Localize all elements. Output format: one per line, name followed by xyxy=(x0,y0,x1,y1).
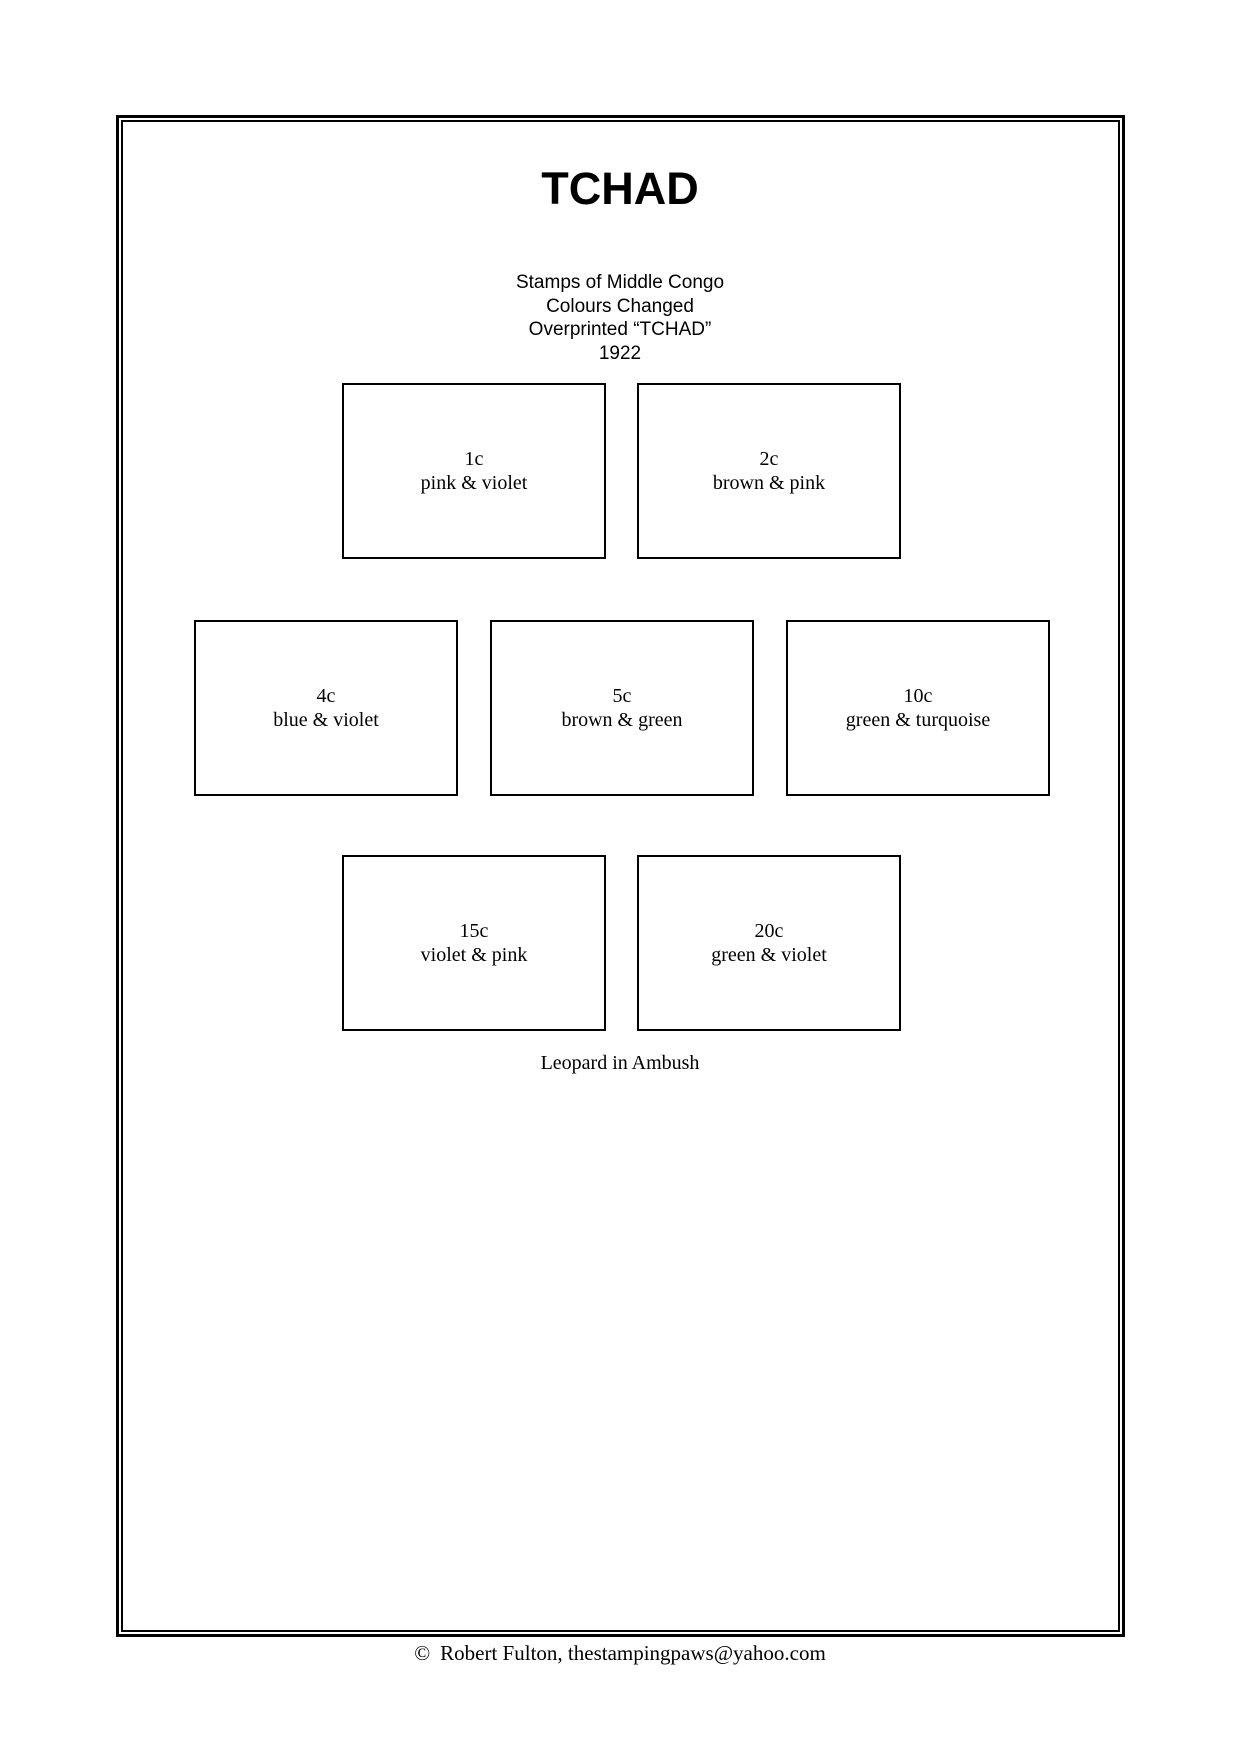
stamp-denomination: 15c xyxy=(459,920,489,942)
stamp-colors: violet & pink xyxy=(420,944,528,966)
page-border-frame xyxy=(116,115,1125,1637)
stamp-denomination: 4c xyxy=(316,685,336,707)
stamp-box-20c: 20c green & violet xyxy=(637,855,901,1031)
stamp-box-15c: 15c violet & pink xyxy=(342,855,606,1031)
stamp-denomination: 1c xyxy=(464,448,484,470)
stamp-colors: brown & green xyxy=(561,709,683,731)
stamp-box-4c: 4c blue & violet xyxy=(194,620,458,796)
stamp-colors: pink & violet xyxy=(420,472,528,494)
issue-heading-line-3: Overprinted “TCHAD” xyxy=(528,319,712,340)
stamp-colors: blue & violet xyxy=(273,709,379,731)
page-border-inner-rule xyxy=(121,120,1120,1632)
stamp-denomination: 5c xyxy=(612,685,632,707)
issue-heading-line-2: Colours Changed xyxy=(546,295,694,317)
series-caption: Leopard in Ambush xyxy=(540,1052,700,1074)
stamp-box-5c: 5c brown & green xyxy=(490,620,754,796)
page-title: TCHAD xyxy=(541,163,699,214)
stamp-denomination: 2c xyxy=(759,448,779,470)
issue-heading-line-4: 1922 xyxy=(598,342,642,364)
copyright-footer: © Robert Fulton, thestampingpaws@yahoo.co… xyxy=(0,1641,1240,1666)
stamp-box-2c: 2c brown & pink xyxy=(637,383,901,559)
issue-heading-line-1: Stamps of Middle Congo xyxy=(515,272,725,293)
copyright-text: Robert Fulton, thestampingpaws@yahoo.com xyxy=(440,1641,826,1665)
stamp-colors: brown & pink xyxy=(712,472,826,494)
stamp-box-1c: 1c pink & violet xyxy=(342,383,606,559)
stamp-denomination: 10c xyxy=(903,685,933,707)
issue-heading: Stamps of Middle Congo Colours Changed O… xyxy=(0,271,1240,365)
copyright-icon: © xyxy=(414,1641,431,1665)
stamp-colors: green & violet xyxy=(711,944,827,966)
stamp-box-10c: 10c green & turquoise xyxy=(786,620,1050,796)
stamp-colors: green & turquoise xyxy=(845,709,991,731)
stamp-denomination: 20c xyxy=(754,920,784,942)
